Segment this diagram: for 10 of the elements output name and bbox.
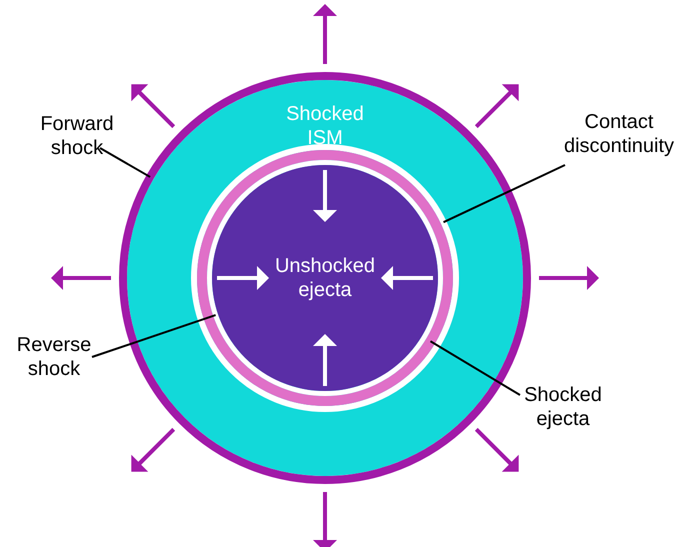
region-label: Unshocked ejecta (274, 254, 376, 302)
leader-line (443, 164, 566, 224)
callout-label: Forward shock (22, 112, 132, 160)
region-label: Shocked ISM (285, 102, 365, 150)
callout-label: Reverse shock (6, 333, 102, 381)
callout-label: Shocked ejecta (508, 383, 618, 431)
leader-line (92, 314, 216, 358)
leader-line (430, 340, 521, 396)
leader-line (100, 147, 151, 178)
callout-label: Contact discontinuity (560, 110, 678, 158)
